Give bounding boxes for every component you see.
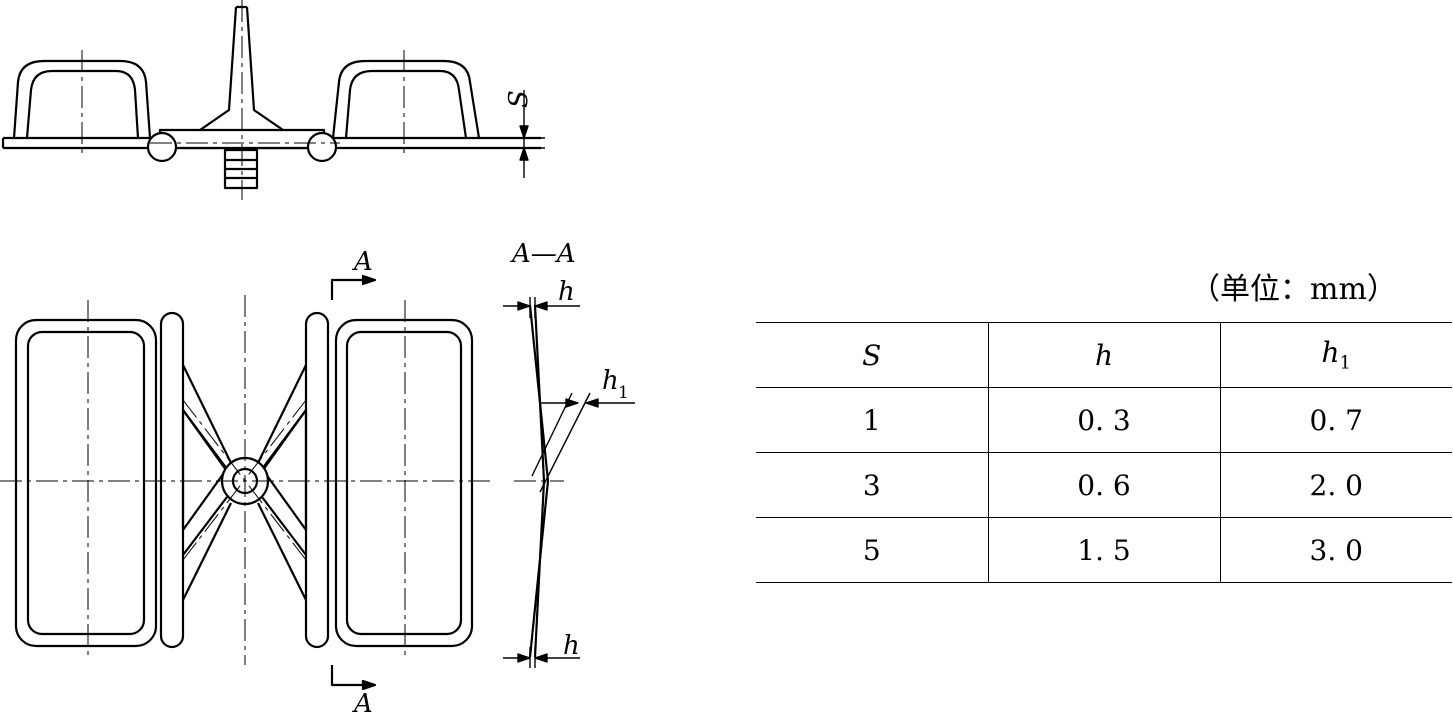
cell-h1: 0. 7 (1219, 387, 1452, 453)
cell-h: 1. 5 (987, 517, 1221, 583)
plan-view-centerlines (0, 295, 490, 665)
dim-s-label: S (504, 90, 534, 108)
table-row: 5 1. 5 3. 0 (756, 517, 1452, 583)
dim-h-bottom-label: h (563, 631, 580, 661)
dim-h1-label: h (602, 366, 619, 396)
header-h1: h1 (1219, 322, 1452, 388)
cell-h: 0. 6 (987, 452, 1221, 518)
section-mark-bottom: A (352, 689, 373, 715)
table-row: 1 0. 3 0. 7 (756, 387, 1452, 453)
dim-h-top-label: h (558, 277, 575, 307)
dim-h1-subscript: 1 (618, 383, 629, 403)
header-h: h (987, 322, 1221, 388)
cell-s: 3 (756, 452, 989, 518)
section-view-title: A—A (510, 239, 576, 269)
cell-s: 5 (756, 517, 989, 583)
front-elevation-view (1, 5, 545, 190)
header-s: S (756, 322, 989, 388)
table-row: 3 0. 6 2. 0 (756, 452, 1452, 518)
top-view-centerlines (81, 0, 405, 200)
cell-h: 0. 3 (987, 387, 1221, 453)
cell-h1: 2. 0 (1219, 452, 1452, 518)
cell-s: 1 (756, 387, 989, 453)
section-mark-top: A (352, 247, 373, 277)
table-header-row: S h h1 (756, 322, 1452, 388)
dimension-table: S h h1 1 0. 3 0. 7 3 0. 6 2. 0 5 1. 5 3.… (756, 322, 1452, 583)
plan-view (14, 274, 474, 691)
cell-h1: 3. 0 (1219, 517, 1452, 583)
unit-note: （单位：mm） (1190, 272, 1397, 307)
section-a-a-view (503, 297, 635, 668)
